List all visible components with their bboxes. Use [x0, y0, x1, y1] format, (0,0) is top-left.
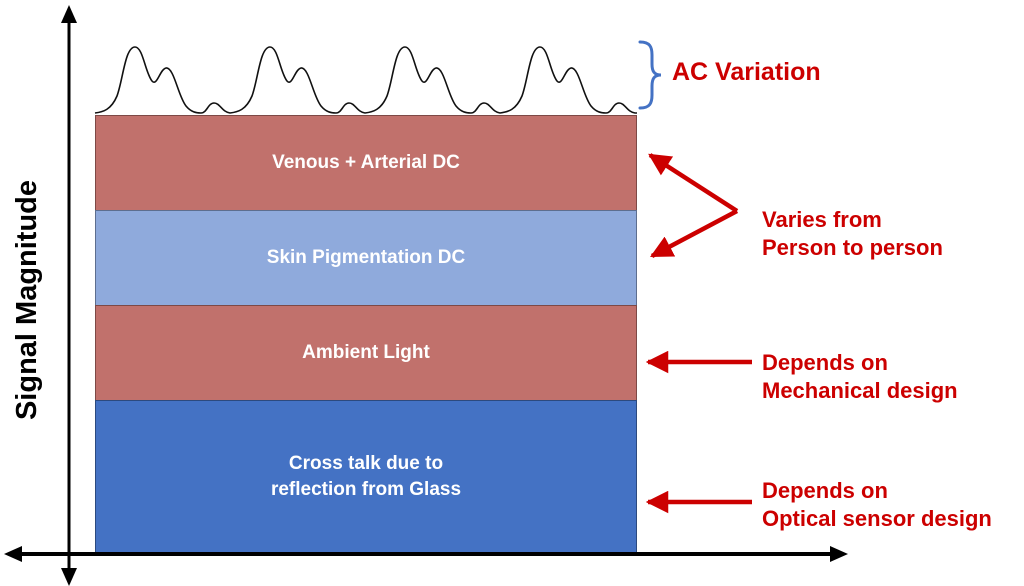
- layer-label-crosstalk: Cross talk due to reflection from Glass: [270, 453, 462, 500]
- y-axis-label: Signal Magnitude: [11, 179, 43, 421]
- optical-label: Depends on Optical sensor design: [762, 478, 992, 532]
- x-axis-arrow-right-icon: [830, 546, 848, 562]
- ac-variation-label: AC Variation: [672, 58, 821, 86]
- x-axis-arrow-left-icon: [4, 546, 22, 562]
- layer-skin-pigmentation-dc: Skin Pigmentation DC: [95, 210, 637, 306]
- layer-venous-arterial-dc: Venous + Arterial DC: [95, 115, 637, 211]
- varies-label: Varies from Person to person: [762, 207, 943, 261]
- y-axis-arrow-down-icon: [61, 568, 77, 586]
- layer-label-ambient: Ambient Light: [302, 342, 430, 364]
- layer-label-skin: Skin Pigmentation DC: [266, 247, 466, 269]
- varies-arrow-lower: [650, 209, 739, 258]
- ac-waveform: [94, 46, 637, 114]
- brace-icon: [638, 40, 662, 110]
- annotation-arrows: [645, 153, 752, 514]
- layer-ambient-light: Ambient Light: [95, 305, 637, 401]
- y-axis-arrow-up-icon: [61, 5, 77, 23]
- varies-arrow-upper: [648, 153, 739, 213]
- layer-label-venous: Venous + Arterial DC: [272, 152, 460, 174]
- layer-crosstalk-glass: Cross talk due to reflection from Glass: [95, 400, 637, 554]
- mechanical-label: Depends on Mechanical design: [762, 350, 958, 404]
